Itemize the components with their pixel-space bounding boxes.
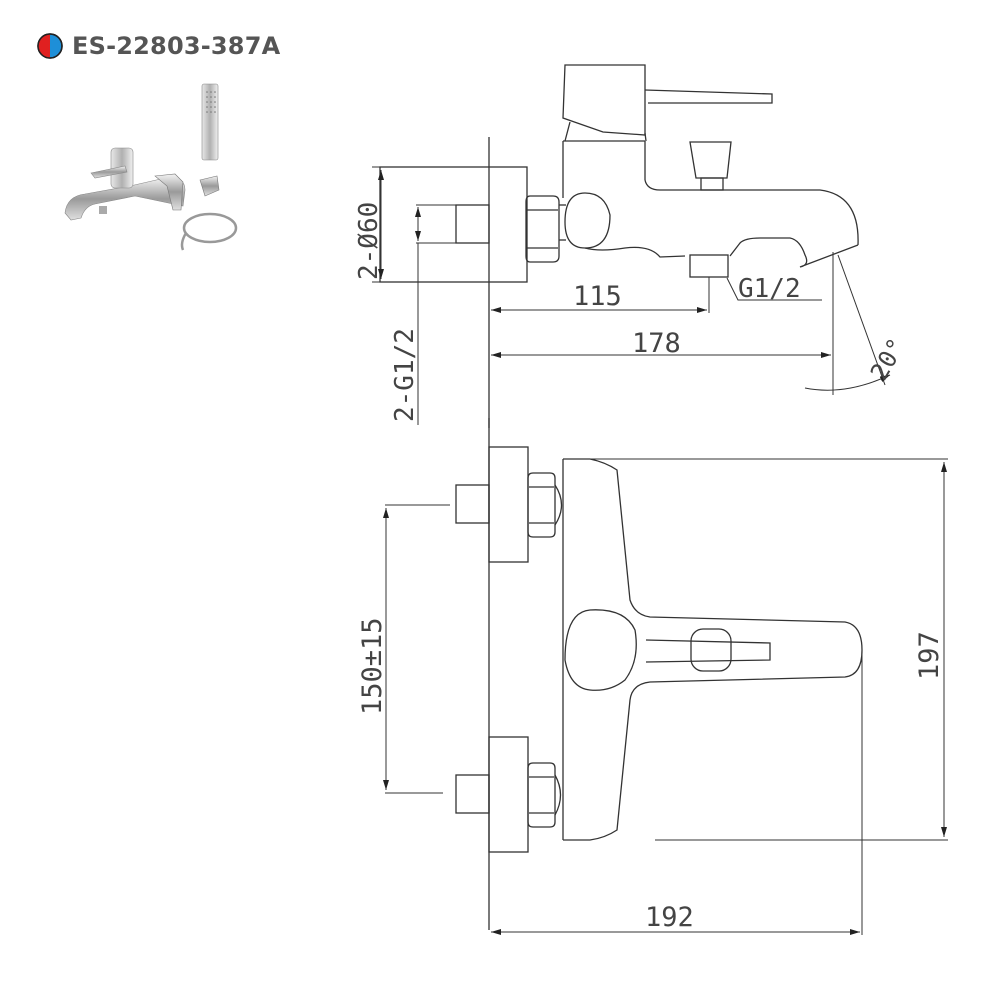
top-view bbox=[455, 418, 863, 930]
dim-centers: 150±15 bbox=[357, 617, 388, 715]
dim-inlet-thread: 2-G1/2 bbox=[390, 328, 420, 422]
dim-width: 192 bbox=[645, 902, 694, 933]
top-view-labels: 150±15 197 192 bbox=[357, 617, 945, 933]
bath-mixer-image bbox=[64, 147, 186, 221]
hand-shower-image bbox=[199, 83, 220, 197]
model-code: ES-22803-387A bbox=[72, 32, 281, 60]
model-header: ES-22803-387A bbox=[36, 32, 280, 60]
dim-outlet-thread: G1/2 bbox=[738, 274, 801, 304]
hot-cold-indicator-icon bbox=[37, 33, 63, 59]
dim-outlet-distance: 115 bbox=[573, 281, 622, 312]
side-view bbox=[379, 64, 859, 428]
top-view-dimensions bbox=[383, 458, 948, 935]
dim-inlet-diameter: 2-Ø60 bbox=[354, 202, 384, 280]
side-view-dimensions bbox=[372, 166, 891, 425]
shower-hose-image bbox=[180, 212, 238, 251]
side-view-labels: 2-Ø60 2-G1/2 115 G1/2 178 20° bbox=[354, 202, 911, 422]
product-thumbnail bbox=[64, 83, 238, 251]
dim-total-depth: 178 bbox=[632, 328, 681, 359]
dim-height: 197 bbox=[914, 631, 945, 680]
dim-spout-angle: 20° bbox=[865, 333, 911, 385]
